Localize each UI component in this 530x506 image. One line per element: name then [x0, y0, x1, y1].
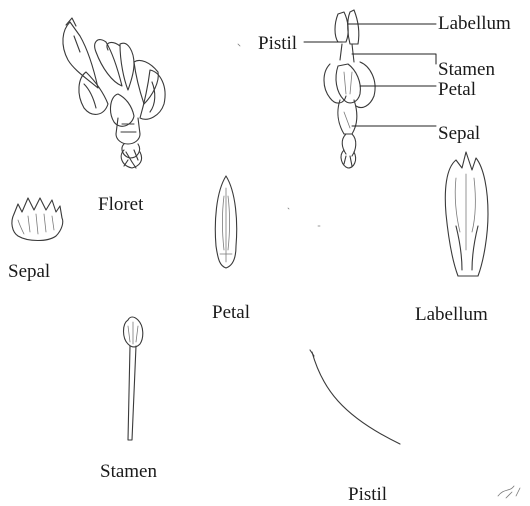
callout-labellum: Labellum [438, 14, 511, 33]
callout-pistil: Pistil [258, 34, 297, 53]
petal-label: Petal [212, 303, 250, 322]
labellum-drawing [445, 152, 488, 276]
sepal-label: Sepal [8, 262, 50, 281]
dissected-flower-drawing [304, 10, 436, 168]
scan-specks [238, 44, 520, 498]
labellum-label: Labellum [415, 305, 488, 324]
floret-label: Floret [98, 195, 143, 214]
petal-drawing [215, 176, 236, 268]
floret-drawing [63, 18, 165, 168]
callout-stamen: Stamen [438, 60, 495, 79]
callout-petal: Petal [438, 80, 476, 99]
stamen-label: Stamen [100, 462, 157, 481]
pistil-label: Pistil [348, 485, 387, 504]
sepal-drawing [12, 198, 63, 241]
stamen-drawing [124, 317, 143, 440]
callout-sepal: Sepal [438, 124, 480, 143]
pistil-drawing [310, 350, 400, 444]
